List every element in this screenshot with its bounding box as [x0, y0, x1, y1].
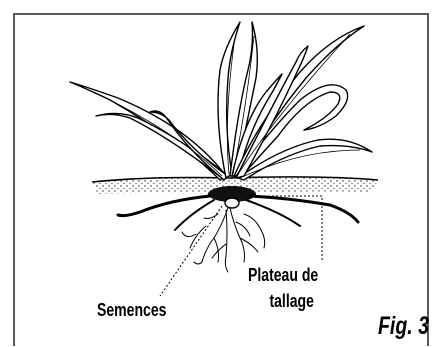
semences-label: Semences: [97, 300, 166, 321]
plateau-label-line2: tallage: [248, 288, 318, 314]
tillering-node: [208, 186, 256, 208]
semences-leader-line: [160, 206, 222, 296]
plateau-de-tallage-label: Plateau de tallage: [248, 262, 318, 314]
plateau-label-line1: Plateau de: [248, 262, 318, 288]
figure-caption: Fig. 3: [378, 312, 429, 341]
leaves: [70, 22, 372, 180]
